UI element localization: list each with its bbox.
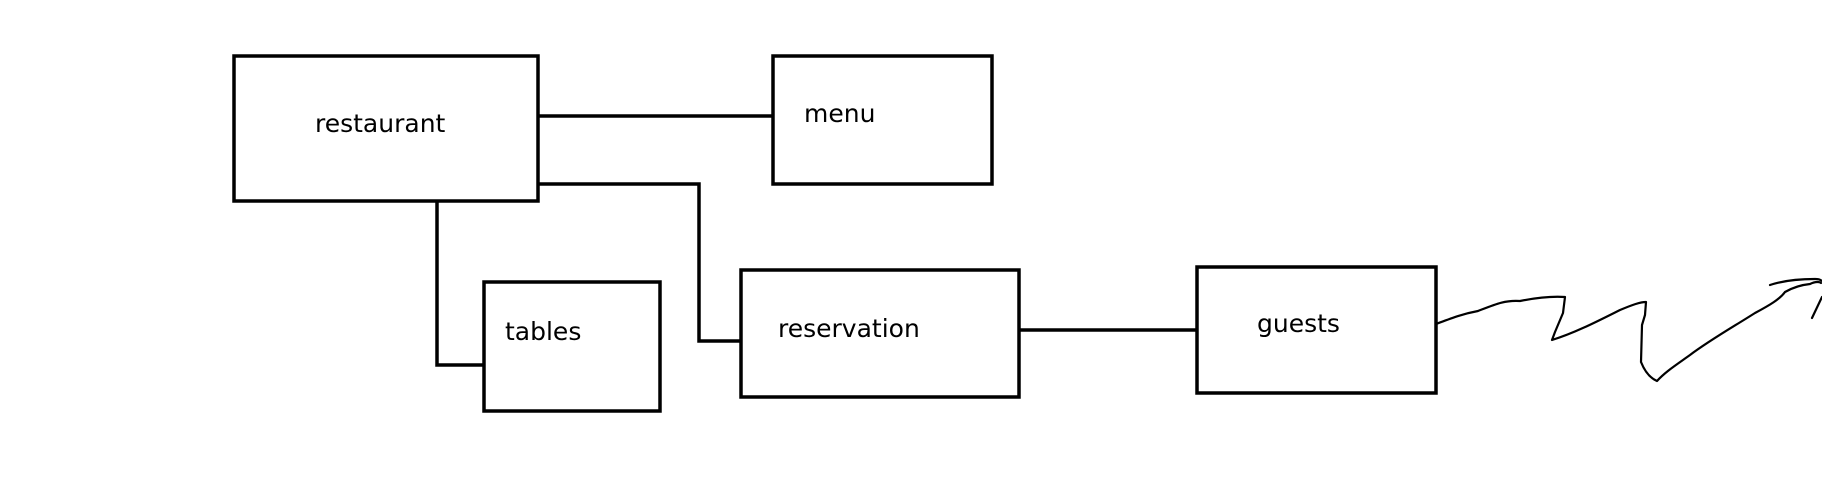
connector-restaurant-tables	[435, 200, 484, 367]
node-guests	[1195, 265, 1438, 395]
node-restaurant	[232, 54, 540, 203]
node-guests-label: guests	[1257, 309, 1340, 338]
scribble-line	[1434, 280, 1822, 383]
connector-restaurant-reservation	[538, 182, 741, 343]
node-tables-label: tables	[505, 317, 581, 346]
node-menu-label: menu	[804, 99, 875, 128]
scribble-tick	[1810, 295, 1822, 320]
node-reservation	[739, 268, 1021, 399]
node-restaurant-label: restaurant	[315, 109, 446, 138]
node-menu	[771, 54, 994, 186]
node-tables	[482, 280, 662, 413]
scribble-tail	[1768, 277, 1822, 287]
node-reservation-label: reservation	[778, 314, 920, 343]
